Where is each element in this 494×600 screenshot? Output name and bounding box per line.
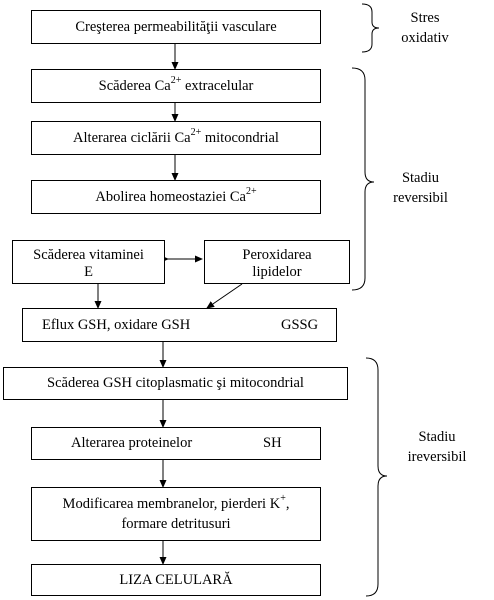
box-lipid-peroxidation-line1: Peroxidarea <box>242 246 312 263</box>
box-ca-homeostasis: Abolirea homeostaziei Ca2+ <box>31 180 321 214</box>
box-lipid-peroxidation-line2: lipidelor <box>252 263 302 280</box>
label-reversibil-line1: Stadiu <box>401 170 440 186</box>
label-stadiu-ireversibil: Stadiu ireversibil <box>392 427 482 467</box>
box-vitamin-e-line2: E <box>84 263 93 280</box>
brace-stres <box>361 3 380 53</box>
box-ca-mitochondrial: Alterarea ciclării Ca2+ mitocondrial <box>31 121 321 155</box>
label-stadiu-reversibil: Stadiu reversibil <box>378 168 463 208</box>
label-ireversibil-line1: Stadiu <box>418 429 456 445</box>
box-protein-alteration-text: Alterarea proteinelor <box>71 435 193 451</box>
box-ca-extracellular-sup: 2+ <box>170 74 182 86</box>
box-cell-lysis: LIZA CELULARĂ <box>31 564 321 596</box>
box-ca-mitochondrial-tail: mitocondrial <box>201 129 279 146</box>
box-ca-homeostasis-sup: 2+ <box>245 185 257 197</box>
box-protein-alteration-product: SH <box>263 435 282 451</box>
box-ca-extracellular-text: Scăderea Ca <box>98 77 171 94</box>
label-stres-line2: oxidativ <box>401 30 449 46</box>
box-membrane-modification: Modificarea membranelor, pierderi K+, fo… <box>31 487 321 541</box>
box-membrane-modification-tail: , <box>285 496 290 512</box>
box-cell-lysis-text: LIZA CELULARĂ <box>119 571 233 588</box>
arrow-b6-b7 <box>206 283 243 309</box>
box-lipid-peroxidation: Peroxidarea lipidelor <box>204 240 350 284</box>
box-gsh-decrease-text: Scăderea GSH citoplasmatic şi mitocondri… <box>47 375 304 391</box>
box-membrane-modification-line2: formare detritusuri <box>121 516 231 532</box>
box-gsh-decrease: Scăderea GSH citoplasmatic şi mitocondri… <box>3 367 348 400</box>
brace-ireversibil <box>365 357 388 597</box>
box-membrane-modification-sup: + <box>280 493 286 505</box>
box-ca-mitochondrial-text: Alterarea ciclării Ca <box>73 129 191 146</box>
box-vitamin-e-line1: Scăderea vitaminei <box>33 246 144 263</box>
label-stres-line1: Stres <box>410 10 440 26</box>
box-protein-alteration: Alterarea proteinelor SH <box>31 427 321 460</box>
box-gsh-efflux-text: Eflux GSH, oxidare GSH <box>42 316 191 333</box>
box-ca-extracellular-tail: extracelular <box>181 77 254 94</box>
label-stres-oxidativ: Stres oxidativ <box>385 8 465 48</box>
box-permeability-text: Creşterea permeabilităţii vasculare <box>75 18 277 35</box>
label-ireversibil-line2: ireversibil <box>407 449 467 465</box>
box-permeability: Creşterea permeabilităţii vasculare <box>31 10 321 44</box>
box-ca-extracellular: Scăderea Ca2+ extracelular <box>31 69 321 103</box>
box-gsh-efflux-product: GSSG <box>281 316 319 333</box>
box-gsh-efflux: Eflux GSH, oxidare GSH GSSG <box>22 308 337 342</box>
box-vitamin-e: Scăderea vitaminei E <box>12 240 165 284</box>
box-membrane-modification-line1: Modificarea membranelor, pierderi K <box>62 496 281 512</box>
label-reversibil-line2: reversibil <box>393 190 448 206</box>
box-ca-homeostasis-text: Abolirea homeostaziei Ca <box>95 188 246 205</box>
brace-reversibil <box>351 67 375 291</box>
box-ca-mitochondrial-sup: 2+ <box>190 126 202 138</box>
